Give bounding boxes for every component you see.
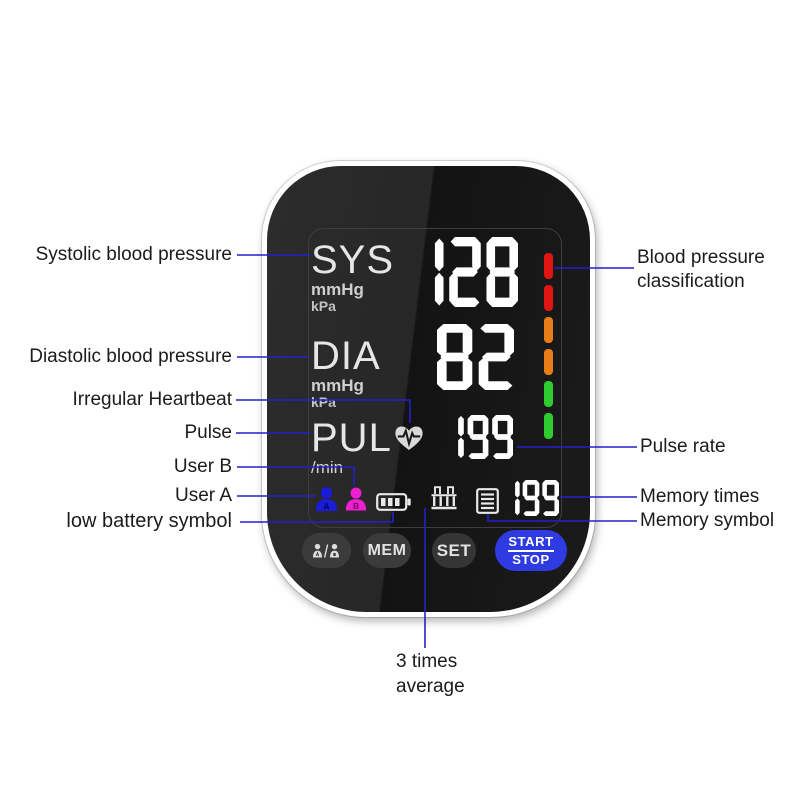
classification-segment [544,413,553,439]
irregular-heartbeat-icon [395,426,423,450]
label-systolic-blood-pressure: Systolic blood pressure [35,244,232,265]
average-icon [431,486,457,510]
classification-segment [544,381,553,407]
sys-label: SYS [311,238,395,282]
start-label: START [508,534,554,552]
pulse-value-display [443,415,513,464]
device-housing: SYS mmHg kPa DIA mmHg kPa PUL /min [262,161,595,617]
display-screen [308,228,562,528]
memory-icon [476,488,499,514]
label-3-times-average: 3 times average [396,651,465,697]
dia-unit-kpa: kPa [311,394,336,410]
label-user-a: User A [174,485,232,506]
svg-text:A: A [323,502,330,512]
label-diastolic-blood-pressure: Diastolic blood pressure [29,346,232,367]
stop-label: STOP [512,551,550,567]
user-a-b-icon [312,543,339,558]
label-low-battery-symbol: low battery symbol [66,510,232,532]
label-memory-times: Memory times [640,486,760,507]
label-blood-pressure-classification: Blood pressure classification [637,247,765,292]
mem-button[interactable]: MEM [363,533,411,568]
dia-value-display [437,324,514,395]
start-stop-button[interactable]: START STOP [495,530,567,571]
user-b-icon: B [345,487,367,511]
label-memory-symbol: Memory symbol [640,510,775,531]
blood-pressure-monitor: SYS mmHg kPa DIA mmHg kPa PUL /min [267,166,590,612]
sys-unit-mmhg: mmHg [311,280,364,299]
pul-label-block: PUL /min [311,418,392,477]
sys-unit-kpa: kPa [311,298,336,314]
pul-unit-min: /min [311,458,344,477]
classification-segment [544,253,553,279]
label-pulse: Pulse [184,422,232,443]
svg-text:B: B [353,501,359,511]
classification-segment [544,317,553,343]
battery-icon [376,493,411,511]
pul-label: PUL [311,416,392,460]
classification-segment [544,349,553,375]
dia-label: DIA [311,334,381,378]
dia-label-block: DIA mmHg kPa [311,336,381,410]
set-button[interactable]: SET [432,533,476,568]
label-user-b: User B [173,456,232,477]
label-irregular-heartbeat: Irregular Heartbeat [72,389,232,410]
label-pulse-rate: Pulse rate [640,436,726,457]
user-a-icon: A [315,487,338,512]
user-select-button[interactable] [302,533,351,568]
sys-value-display [412,237,518,312]
memory-count-display [503,480,559,521]
sys-label-block: SYS mmHg kPa [311,240,394,314]
dia-unit-mmhg: mmHg [311,376,364,395]
classification-segment [544,285,553,311]
classification-bar [544,253,553,445]
